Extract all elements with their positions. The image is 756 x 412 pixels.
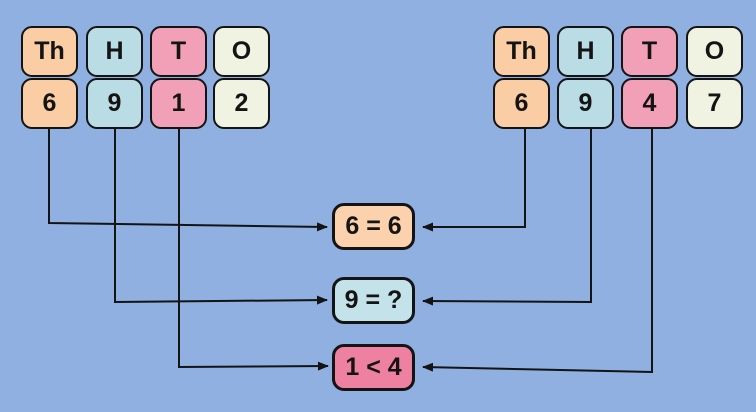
right-place-label-t: T xyxy=(621,26,678,77)
connector-left-tens xyxy=(178,129,329,371)
left-place-label-th: Th xyxy=(21,26,78,77)
right-digit-ones: 7 xyxy=(686,78,743,129)
right-place-label-th: Th xyxy=(493,26,550,77)
right-digit-thousands: 6 xyxy=(493,78,550,129)
comparison-box-thousands: 6 = 6 xyxy=(332,203,415,250)
connector-right-thousands xyxy=(422,129,526,232)
left-digit-ones: 2 xyxy=(213,78,270,129)
connector-left-thousands xyxy=(48,129,328,232)
connector-right-hundreds xyxy=(422,129,592,306)
left-place-label-h: H xyxy=(86,26,143,77)
right-digit-tens: 4 xyxy=(621,78,678,129)
comparison-box-tens: 1 < 4 xyxy=(332,344,415,391)
left-place-label-t: T xyxy=(150,26,207,77)
comparison-box-hundreds: 9 = ? xyxy=(332,277,415,324)
left-digit-hundreds: 9 xyxy=(86,78,143,129)
connector-left-hundreds xyxy=(114,129,328,305)
right-digit-hundreds: 9 xyxy=(557,78,614,129)
left-digit-tens: 1 xyxy=(150,78,207,129)
connector-right-tens xyxy=(422,129,653,374)
left-place-label-o: O xyxy=(213,26,270,77)
right-place-label-o: O xyxy=(686,26,743,77)
left-digit-thousands: 6 xyxy=(21,78,78,129)
right-place-label-h: H xyxy=(557,26,614,77)
